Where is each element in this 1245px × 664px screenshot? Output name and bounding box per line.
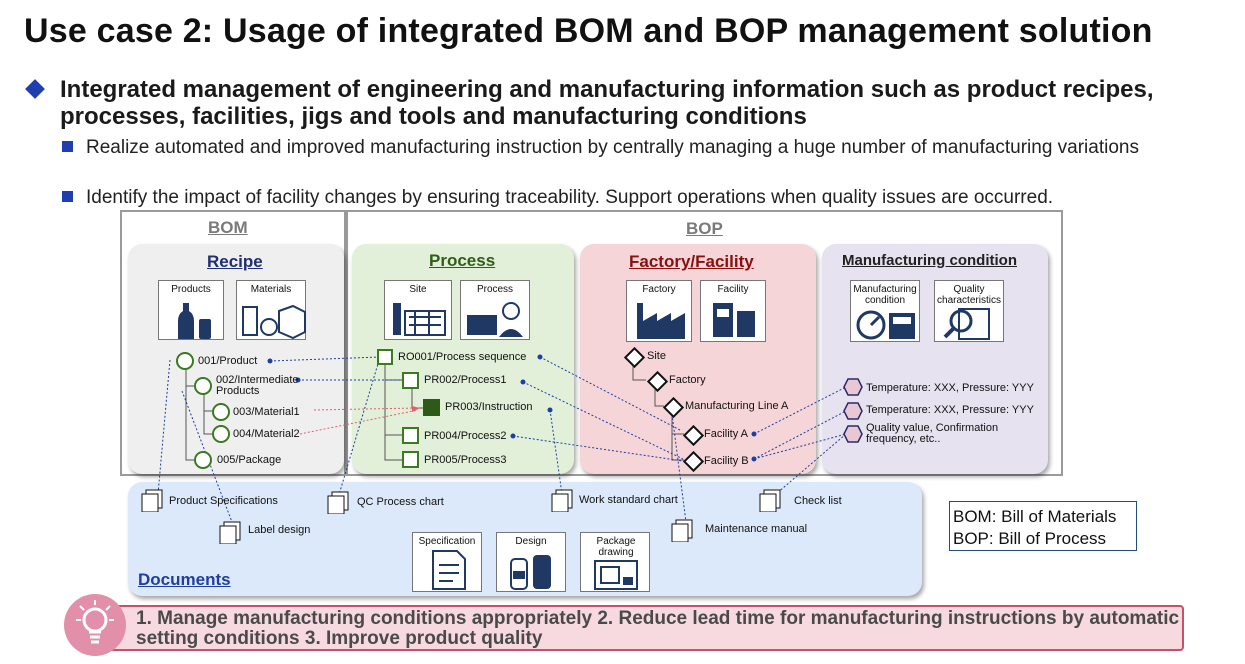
recipe-node-2[interactable]: 002/Intermediate Products [216,374,299,397]
bop-frame [346,210,1063,476]
legend-bop: BOP: Bill of Process [953,529,1107,548]
document-stack-icon [327,491,349,514]
doc-product-specifications[interactable]: Product Specifications [169,495,278,507]
square-bullet-icon [62,191,73,202]
condition-title: Manufacturing condition [842,252,1017,269]
process-title: Process [429,251,496,270]
process-icon: Process [460,280,530,340]
square-node-icon [402,451,419,468]
document-stack-icon [551,489,573,512]
site-icon: Site [384,280,452,340]
bop-label: BOP [686,219,723,238]
legend-box: BOM: Bill of Materials BOP: Bill of Proc… [949,501,1137,551]
facility-icon: Facility [700,280,766,342]
circle-node-icon [212,425,230,443]
factory-node-1[interactable]: Site [647,350,666,362]
factory-node-5[interactable]: Facility B [704,455,749,467]
legend-bom: BOM: Bill of Materials [953,507,1117,526]
package-drawing-icon: Package drawing [580,532,650,592]
hexagon-node-icon [843,378,863,396]
process-node-2[interactable]: PR002/Process1 [424,374,507,386]
manufacturing-condition-icon: Manufacturing condition [850,280,920,342]
factory-node-2[interactable]: Factory [669,374,706,386]
process-node-1[interactable]: RO001/Process sequence [398,351,527,363]
square-node-icon [377,349,393,365]
document-stack-icon [141,489,163,512]
circle-node-icon [176,352,194,370]
factory-title: Factory/Facility [629,252,754,271]
doc-check-list[interactable]: Check list [794,495,842,507]
square-node-icon [402,372,419,389]
main-bullet-text: Integrated management of engineering and… [60,76,1154,130]
benefit-banner: 1. Manage manufacturing conditions appro… [108,605,1184,651]
doc-label-design[interactable]: Label design [248,524,311,536]
doc-work-standard-chart[interactable]: Work standard chart [579,494,678,506]
circle-node-icon [194,451,212,469]
factory-node-4[interactable]: Facility A [704,428,749,440]
design-icon: Design [496,532,566,592]
circle-node-icon [194,377,212,395]
document-stack-icon [759,489,781,512]
filled-square-node-icon [423,399,440,416]
bom-frame [120,210,346,476]
factory-node-3[interactable]: Manufacturing Line A [685,400,789,412]
factory-icon: Factory [626,280,692,342]
process-node-4[interactable]: PR004/Process2 [424,430,507,442]
page-title: Use case 2: Usage of integrated BOM and … [24,12,1153,50]
condition-node-2[interactable]: Temperature: XXX, Pressure: YYY [866,404,1034,416]
document-stack-icon [219,521,241,544]
square-bullet-icon [62,141,73,152]
quality-characteristics-icon: Quality characteristics [934,280,1004,342]
recipe-node-4[interactable]: 004/Material2 [233,428,300,440]
recipe-node-3[interactable]: 003/Material1 [233,406,300,418]
process-node-5[interactable]: PR005/Process3 [424,454,507,466]
condition-node-1[interactable]: Temperature: XXX, Pressure: YYY [866,382,1034,394]
document-stack-icon [671,519,693,542]
process-node-3[interactable]: PR003/Instruction [445,401,533,413]
recipe-node-5[interactable]: 005/Package [217,454,282,466]
specification-icon: Specification [412,532,482,592]
doc-maintenance-manual[interactable]: Maintenance manual [705,523,808,535]
bom-label: BOM [208,218,248,237]
documents-title: Documents [138,570,231,589]
recipe-node-1[interactable]: 001/Product [198,355,258,367]
hexagon-node-icon [843,425,863,443]
square-node-icon [402,427,419,444]
doc-qc-process-chart[interactable]: QC Process chart [357,496,444,508]
sub-bullet-1: Realize automated and improved manufactu… [86,137,1139,158]
sub-bullet-2: Identify the impact of facility changes … [86,187,1054,208]
materials-icon: Materials [236,280,306,340]
condition-node-3[interactable]: Quality value, Confirmation frequency, e… [866,422,999,445]
lightbulb-icon [64,594,126,656]
products-icon: Products [158,280,224,340]
recipe-title: Recipe [207,252,263,271]
circle-node-icon [212,403,230,421]
hexagon-node-icon [843,402,863,420]
